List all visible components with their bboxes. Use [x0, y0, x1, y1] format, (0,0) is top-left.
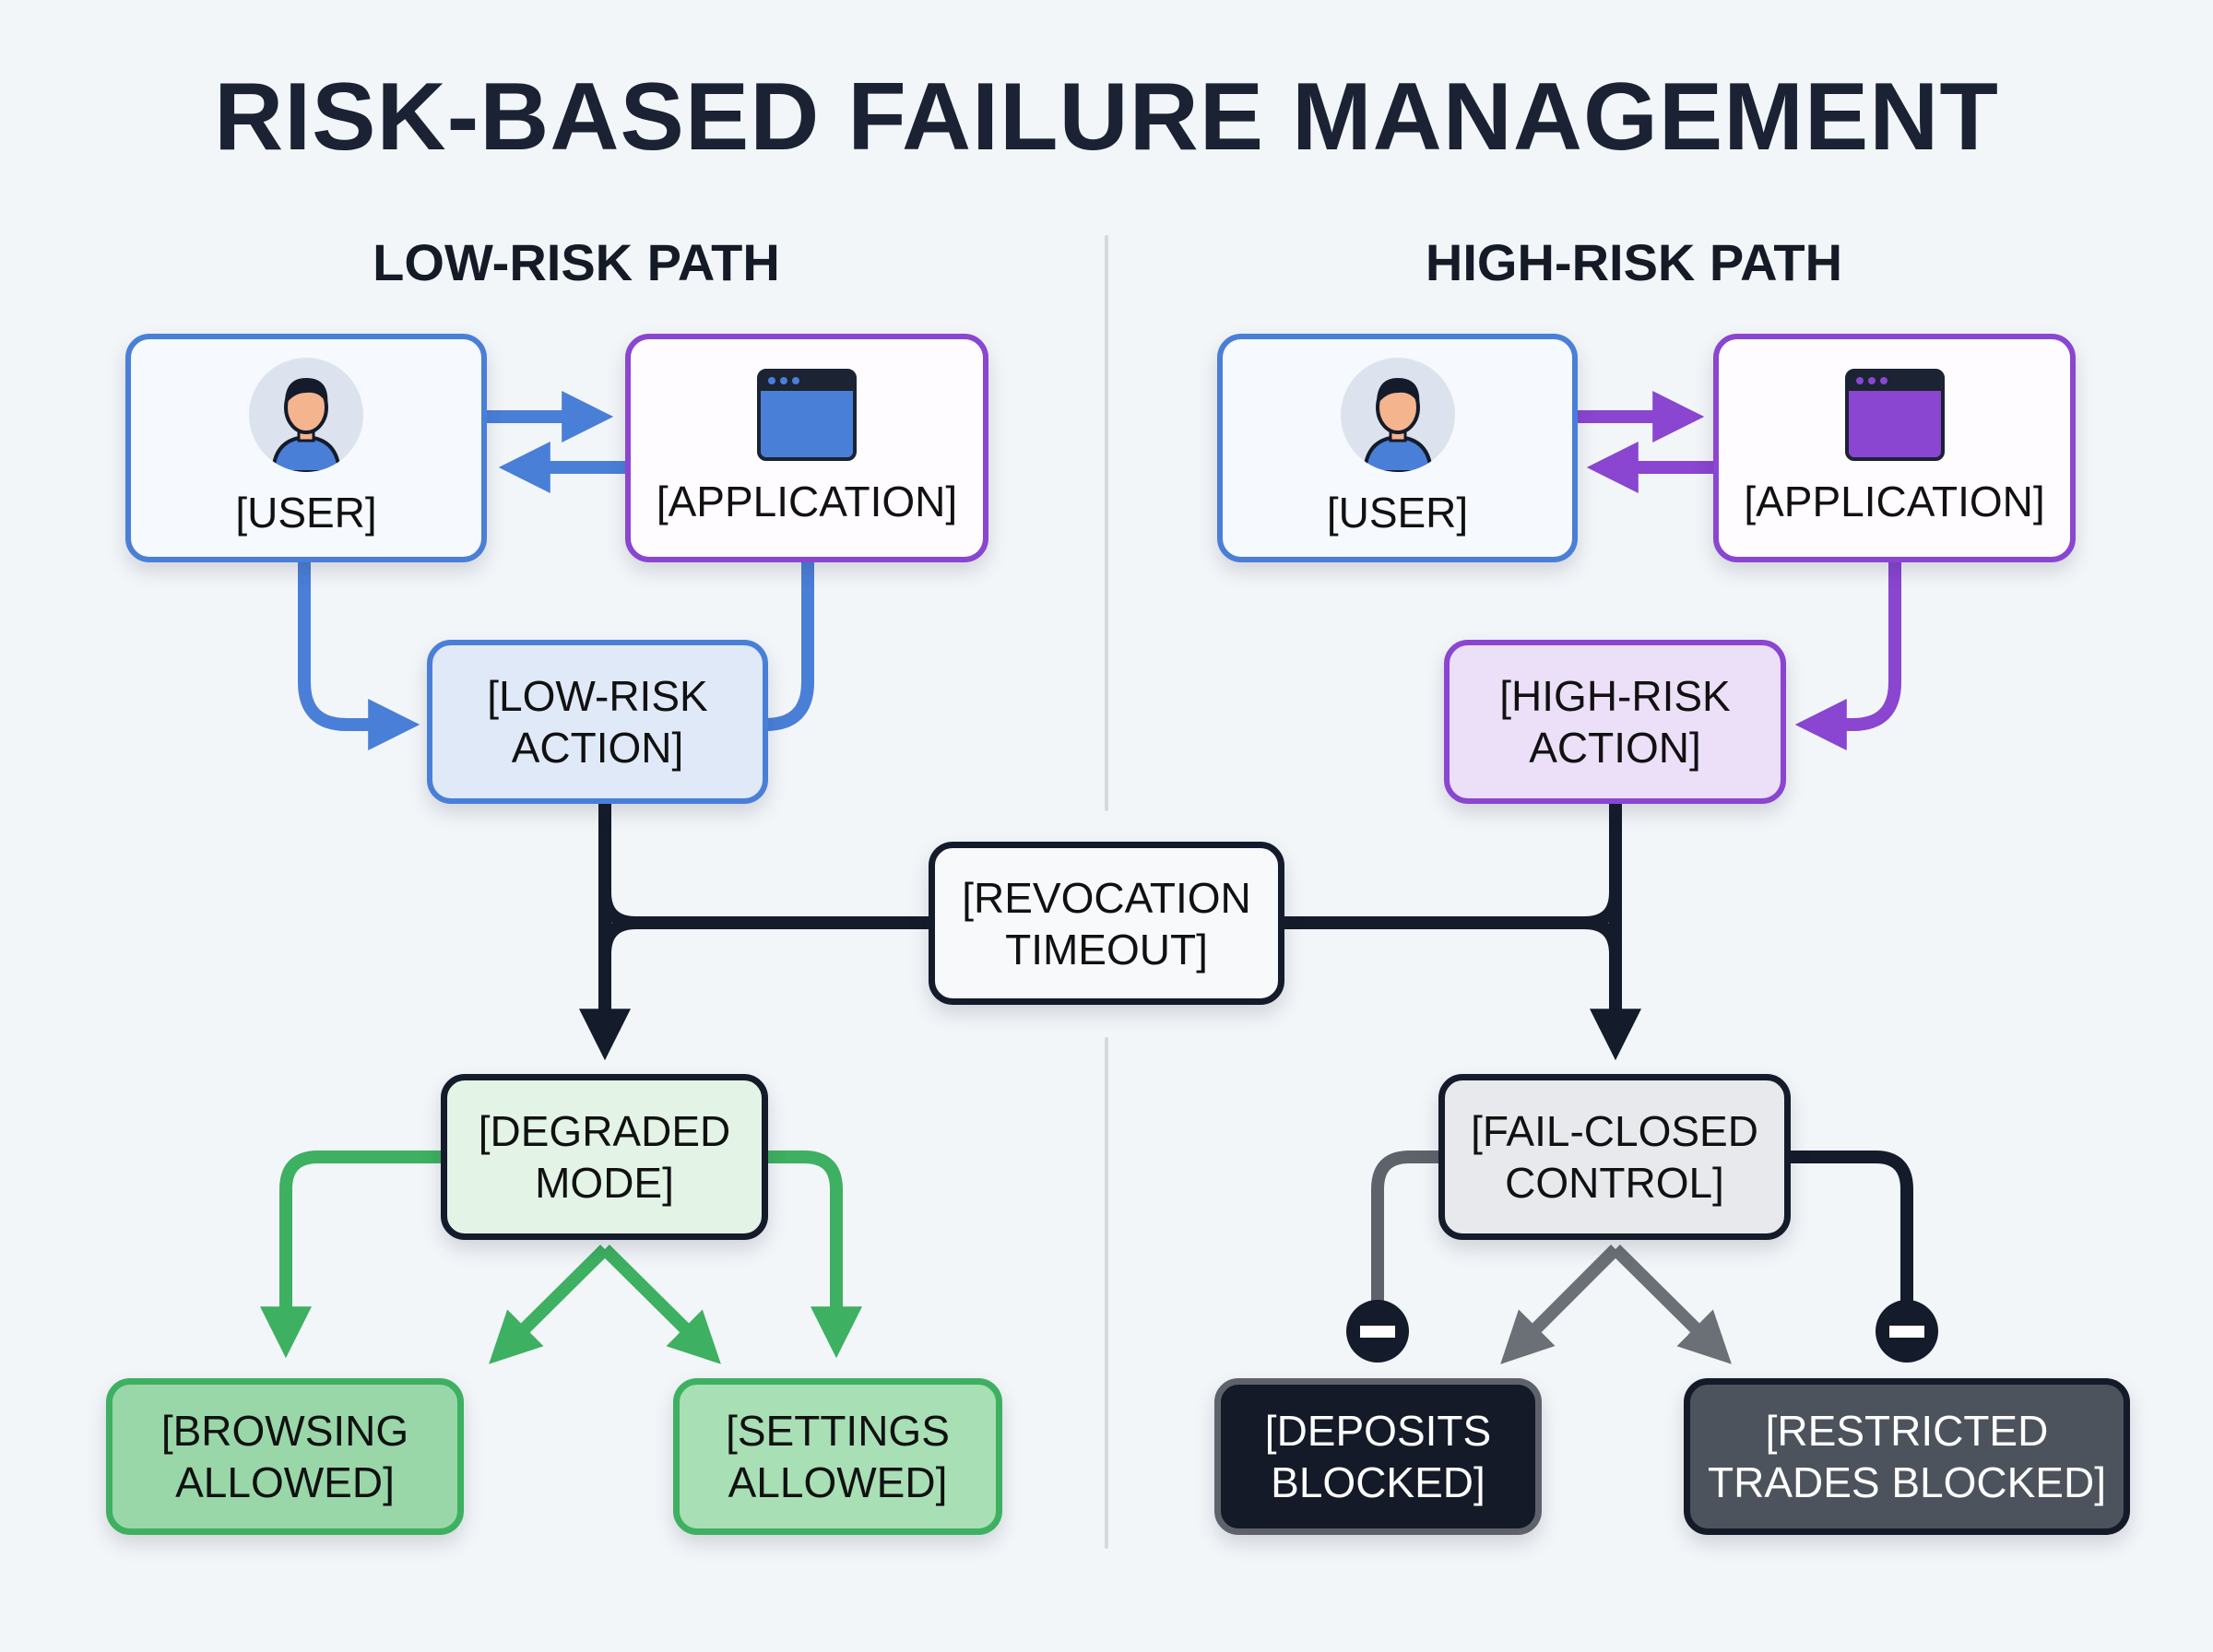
edge-failclosed-to-restricted: [1611, 1245, 1732, 1364]
node-label: [APPLICATION]: [656, 478, 958, 525]
edge-revocation-left: [598, 891, 929, 955]
deposits-blocked-node[interactable]: [DEPOSITS BLOCKED]: [1214, 1378, 1542, 1535]
node-label: [DEGRADED MODE]: [478, 1107, 731, 1207]
user-avatar-icon: [249, 358, 363, 472]
edge-high-app-to-action: [1794, 562, 1901, 750]
edge-degraded-to-browsing-inner: [489, 1245, 609, 1364]
edge-failclosed-to-deposits: [1500, 1245, 1620, 1364]
node-label: [USER]: [235, 489, 377, 537]
node-label: [BROWSING ALLOWED]: [160, 1407, 409, 1506]
node-label: [DEPOSITS BLOCKED]: [1264, 1407, 1492, 1506]
section-divider-top: [1105, 235, 1108, 811]
edge-degraded-to-browsing-outer: [260, 1150, 441, 1359]
browsing-allowed-node[interactable]: [BROWSING ALLOWED]: [106, 1378, 464, 1535]
blocked-symbol-icon-right: [1876, 1300, 1938, 1363]
node-label: [HIGH-RISK ACTION]: [1499, 672, 1731, 772]
edge-revocation-right: [1284, 891, 1622, 955]
edge-failclosed-to-restricted-blocked: [1791, 1150, 1913, 1309]
app-window-icon: [1844, 369, 1945, 461]
edge-low-app-to-action: [764, 562, 814, 731]
edge-degraded-to-settings-outer: [768, 1150, 862, 1359]
settings-allowed-node[interactable]: [SETTINGS ALLOWED]: [673, 1378, 1002, 1535]
node-label: [USER]: [1326, 489, 1469, 537]
high-risk-action-node[interactable]: [HIGH-RISK ACTION]: [1444, 640, 1786, 804]
blocked-symbol-icon-left: [1346, 1300, 1409, 1363]
low-user-node[interactable]: [USER]: [125, 334, 487, 562]
node-label: [SETTINGS ALLOWED]: [726, 1407, 950, 1506]
high-application-node[interactable]: [APPLICATION]: [1713, 334, 2076, 562]
node-label: [FAIL-CLOSED CONTROL]: [1471, 1107, 1758, 1207]
edge-low-user-to-action: [298, 562, 420, 750]
diagram-title: RISK-BASED FAILURE MANAGEMENT: [214, 64, 1999, 171]
revocation-timeout-node[interactable]: [REVOCATION TIMEOUT]: [929, 842, 1284, 1005]
fail-closed-control-node[interactable]: [FAIL-CLOSED CONTROL]: [1438, 1074, 1791, 1240]
app-window-icon: [757, 369, 857, 461]
low-application-node[interactable]: [APPLICATION]: [625, 334, 988, 562]
node-label: [RESTRICTED TRADES BLOCKED]: [1708, 1407, 2106, 1506]
low-risk-path-heading: LOW-RISK PATH: [373, 233, 780, 291]
high-risk-path-heading: HIGH-RISK PATH: [1425, 233, 1843, 291]
edge-failclosed-to-deposits-blocked: [1371, 1150, 1438, 1309]
section-divider-bottom: [1105, 1037, 1108, 1549]
high-user-node[interactable]: [USER]: [1217, 334, 1578, 562]
node-label: [APPLICATION]: [1744, 478, 2045, 525]
edge-degraded-to-settings-inner: [600, 1245, 721, 1364]
user-avatar-icon: [1340, 358, 1455, 472]
low-risk-action-node[interactable]: [LOW-RISK ACTION]: [427, 640, 768, 804]
degraded-mode-node[interactable]: [DEGRADED MODE]: [441, 1074, 768, 1240]
restricted-trades-blocked-node[interactable]: [RESTRICTED TRADES BLOCKED]: [1684, 1378, 2130, 1535]
node-label: [REVOCATION TIMEOUT]: [962, 873, 1251, 974]
node-label: [LOW-RISK ACTION]: [487, 672, 708, 772]
